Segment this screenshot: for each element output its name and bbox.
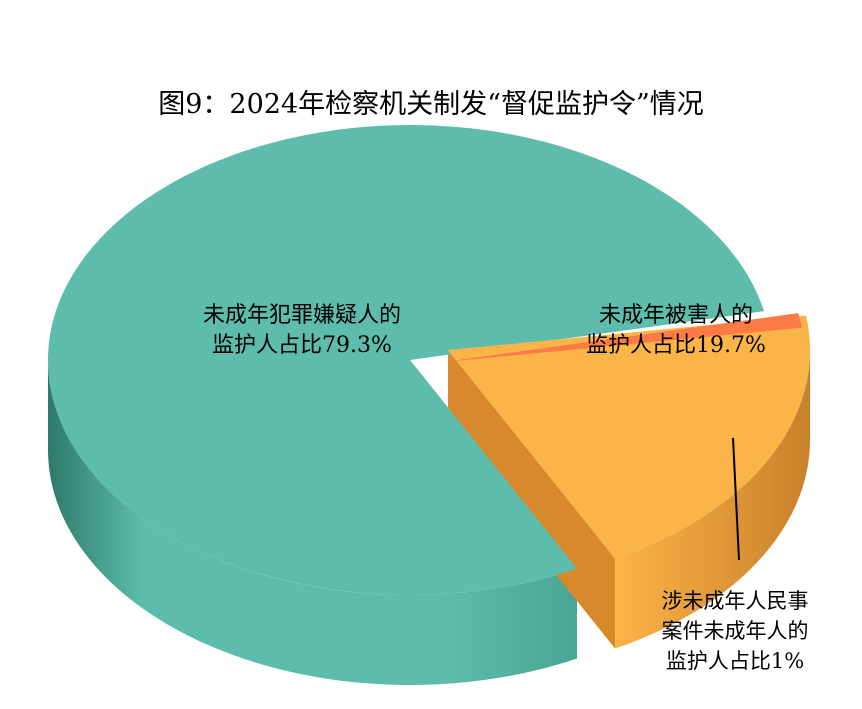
- pie-slice-side: [48, 360, 578, 685]
- slice-data-label: 涉未成年人民事案件未成年人的监护人占比1%: [662, 589, 809, 673]
- slice-data-label: 未成年犯罪嫌疑人的监护人占比79.3%: [203, 303, 401, 358]
- slice-data-label: 未成年被害人的监护人占比19.7%: [586, 303, 766, 358]
- pie-slice-cut-face: [448, 350, 616, 649]
- chart-title: 图9：2024年检察机关制发“督促监护令”情况: [158, 89, 704, 120]
- label-leader-line: [732, 437, 740, 561]
- pie-slice: [48, 124, 765, 596]
- pie-slice: [448, 315, 810, 559]
- pie-slice-side: [615, 350, 810, 649]
- pie-slice: [444, 313, 803, 362]
